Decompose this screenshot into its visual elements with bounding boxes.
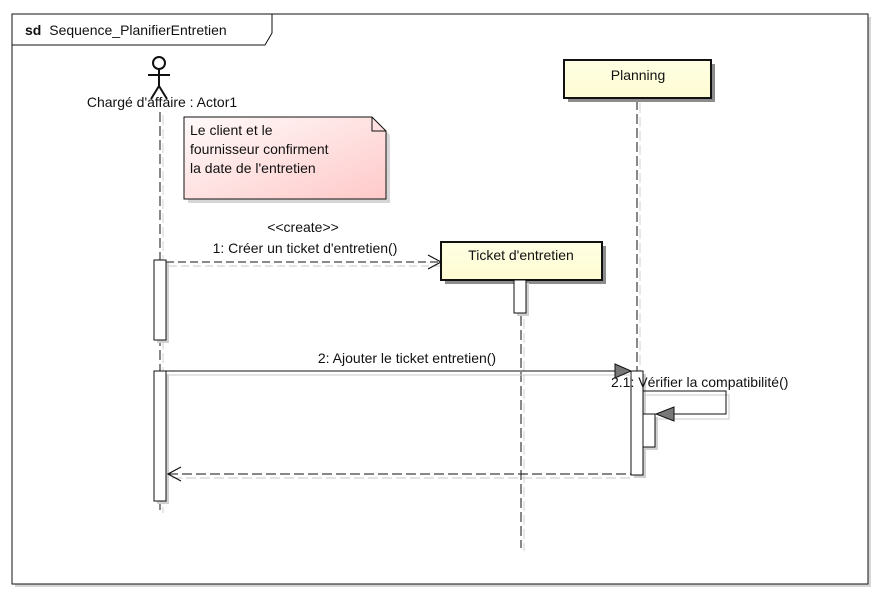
lifeline-head-planning[interactable]: Planning [563, 59, 715, 102]
filled-arrowhead-icon [614, 363, 633, 379]
message-2-label: 2: Ajouter le ticket entretien() [318, 350, 496, 366]
activation-actor-1 [153, 259, 169, 343]
filled-arrowhead-icon [654, 406, 675, 422]
message-1-label: 1: Créer un ticket d'entretien() [213, 240, 398, 256]
lifeline-head-ticket[interactable]: Ticket d'entretien [440, 241, 606, 284]
activation-planning-nested [642, 413, 658, 450]
activation-ticket [513, 279, 529, 316]
frame-keyword: sd [25, 22, 41, 38]
note-confirmation[interactable]: Le client et le fournisseur confirment l… [183, 116, 390, 203]
actor-label: Chargé d'affaire : Actor1 [87, 94, 237, 110]
return-message[interactable] [166, 466, 631, 482]
lifeline-ticket-label: Ticket d'entretien [468, 247, 574, 263]
lifeline-planning-label: Planning [611, 67, 666, 83]
activation-actor-2 [153, 370, 169, 504]
message-1-create[interactable]: <<create>> 1: Créer un ticket d'entretie… [166, 219, 443, 270]
ticket-lifeline [520, 288, 525, 551]
activation-planning [630, 370, 646, 478]
actor-stick-figure-icon [148, 56, 170, 100]
note-text: Le client et le fournisseur confirment l… [190, 122, 332, 176]
open-arrowhead-icon [427, 254, 443, 270]
message-2-1-self[interactable]: 2.1: Vérifier la compatibilité() [611, 374, 788, 422]
frame-name: Sequence_PlanifierEntretien [49, 22, 226, 38]
frame-title: sd Sequence_PlanifierEntretien [25, 22, 227, 38]
note-line-3: la date de l'entretien [190, 160, 316, 176]
create-stereotype-label: <<create>> [267, 219, 339, 235]
open-arrowhead-icon [166, 466, 182, 482]
message-2-1-label: 2.1: Vérifier la compatibilité() [611, 374, 788, 390]
actor-charge-affaire[interactable]: Chargé d'affaire : Actor1 [87, 56, 237, 110]
note-line-2: fournisseur confirment [190, 141, 329, 157]
sequence-frame: sd Sequence_PlanifierEntretien [11, 13, 871, 587]
note-line-1: Le client et le [190, 122, 273, 138]
message-2-add-ticket[interactable]: 2: Ajouter le ticket entretien() [166, 350, 633, 379]
